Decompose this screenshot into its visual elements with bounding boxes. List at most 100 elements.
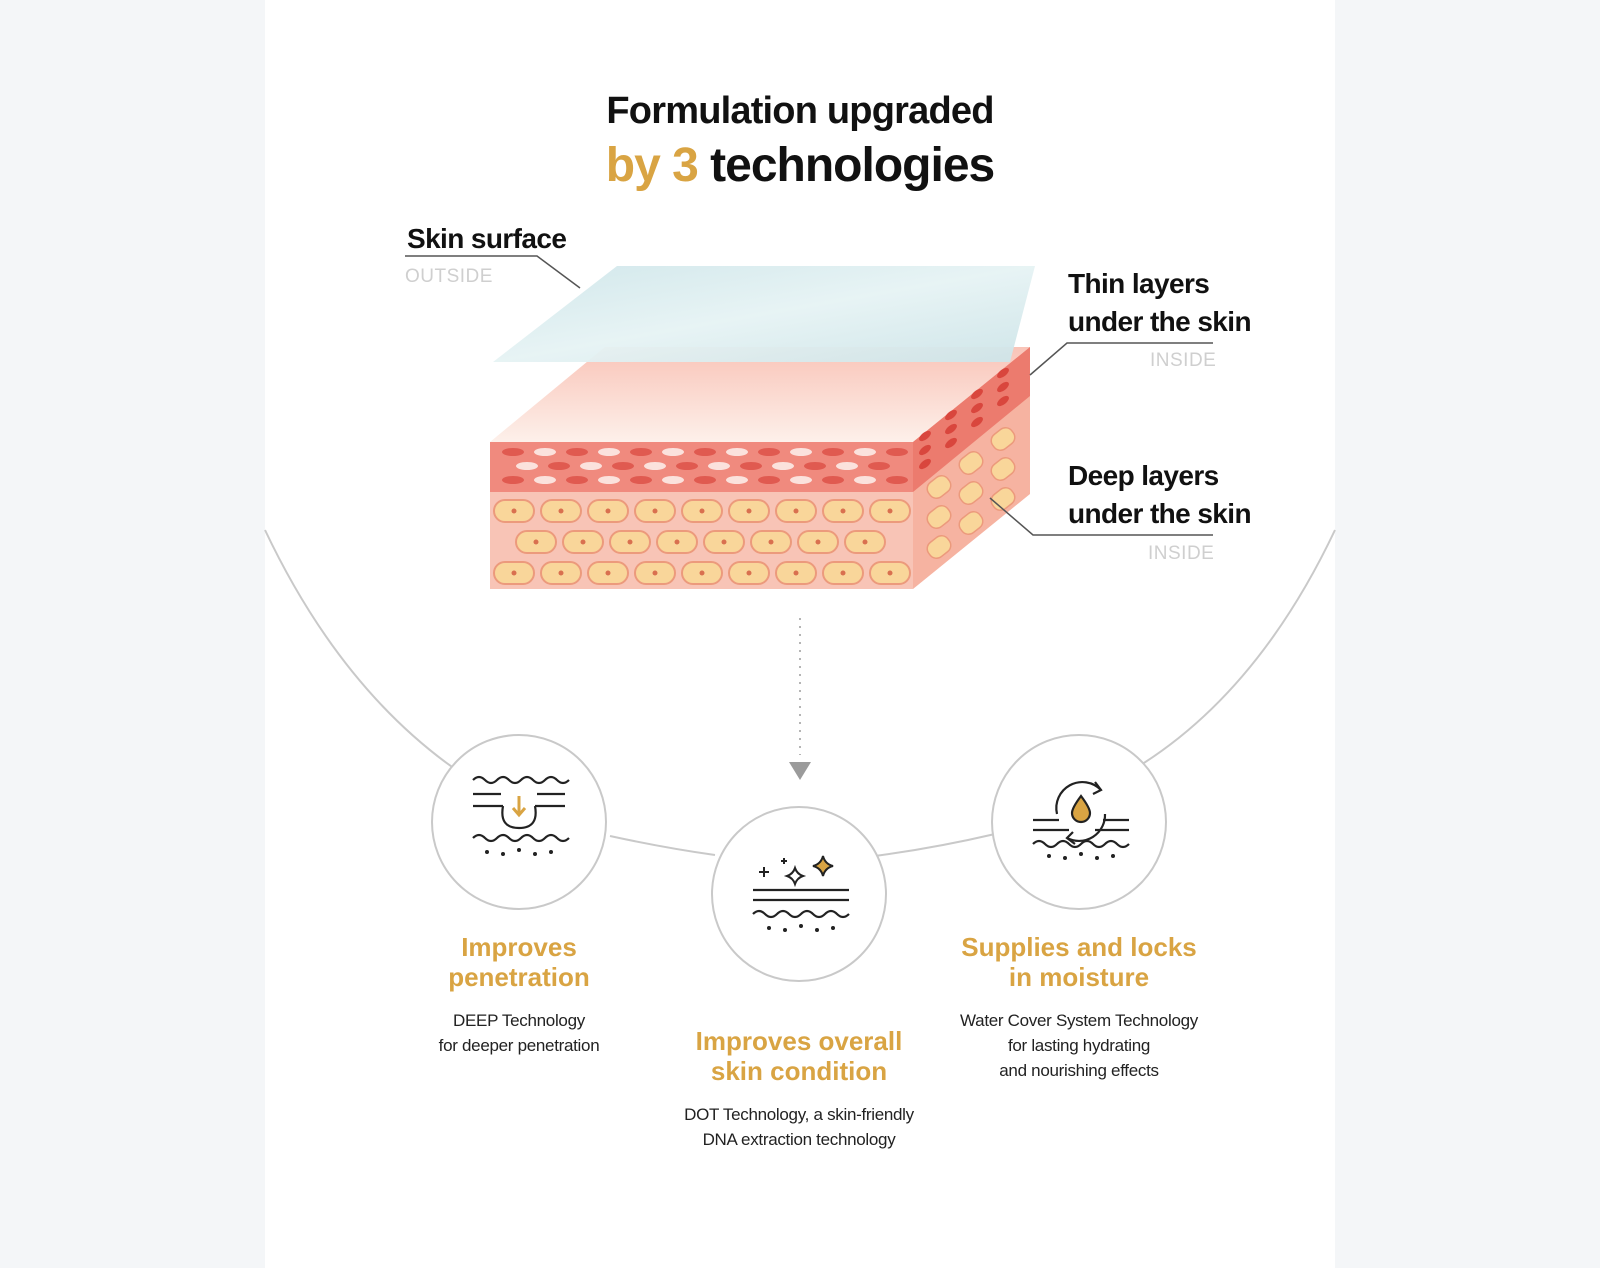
tech-2-description: DOT Technology, a skin-friendly DNA extr… [639,1102,959,1152]
tech-2-heading-line1: Improves overall [695,1026,903,1056]
side-epidermis-cell [971,416,983,428]
tech-3-heading: Supplies and locks in moisture [929,932,1229,992]
epidermis-cell [534,476,556,484]
label-inside-thin: INSIDE [1150,350,1217,371]
tech-3-desc-line1: Water Cover System Technology [960,1011,1198,1030]
epidermis-cell [804,462,826,470]
side-epidermis-cell [945,409,957,421]
tech-circle-1 [431,734,607,910]
tech-3-desc-line2: for lasting hydrating [1007,1036,1151,1055]
side-epidermis-cell [971,388,983,400]
dermis-cell [587,561,629,585]
side-epidermis-cell [945,423,957,435]
side-dermis-cell [990,456,1016,482]
epidermis-cell [886,476,908,484]
tech-2-heading-line2: skin condition [710,1056,888,1086]
side-dermis-cell [926,534,952,560]
epidermis-cell [758,476,780,484]
side-epidermis-cell [997,395,1009,407]
side-epidermis-cell [971,402,983,414]
label-deep-layers-1: Deep layers [1068,460,1219,491]
label-skin-surface: Skin surface [407,223,567,254]
side-epidermis-cell [945,437,957,449]
epidermis-cell [868,462,890,470]
side-dermis-cell [990,426,1016,452]
dermis-cell [728,499,770,523]
label-thin-layers-1: Thin layers [1068,268,1210,299]
side-dermis-cell [958,510,984,536]
tech-2-desc-line1: DOT Technology, a skin-friendly [684,1105,914,1124]
dermis-cell [797,530,839,554]
side-dermis-cell [926,504,952,530]
tech-1-heading-line1: Improves [461,932,577,962]
dermis-cell [869,561,911,585]
skin-layers-illustration [405,255,1213,589]
epidermis-cell [630,476,652,484]
dermis-cell [609,530,651,554]
epidermis-cell [694,448,716,456]
epidermis-cell [740,462,762,470]
tech-1-description: DEEP Technology for deeper penetration [359,1008,679,1058]
epidermis-cell [822,476,844,484]
label-outside: OUTSIDE [405,266,493,287]
tech-1-heading-line2: penetration [448,962,590,992]
dermis-cell [869,499,911,523]
dermis-cell [656,530,698,554]
label-thin-layers-2: under the skin [1068,306,1252,337]
dermis-cell [634,561,676,585]
epidermis-cell [676,462,698,470]
dermis-cell [562,530,604,554]
epidermis-cell [708,462,730,470]
dermis-cell [493,561,535,585]
tech-1-desc-line2: for deeper penetration [438,1036,600,1055]
epidermis-cell [598,448,620,456]
dermis-cell [540,499,582,523]
dermis-cell [493,499,535,523]
tech-circle-2 [711,806,887,982]
dermis-cell [822,561,864,585]
penetration-icon [472,775,570,856]
side-dermis-cell [958,450,984,476]
epidermis-cell [854,476,876,484]
epidermis-cell [534,448,556,456]
dermis-cell [540,561,582,585]
moisture-cycle-icon [1032,780,1130,860]
epidermis-cell [772,462,794,470]
tech-1-desc-line1: DEEP Technology [453,1011,585,1030]
epidermis-cell [502,476,524,484]
dermis-cell [775,499,817,523]
tech-circle-3 [991,734,1167,910]
dermis-cell [634,499,676,523]
dermis-cell [750,530,792,554]
side-epidermis-cell [997,367,1009,379]
epidermis-cell [516,462,538,470]
epidermis-cell [598,476,620,484]
epidermis-cell [502,448,524,456]
epidermis-cell [758,448,780,456]
epidermis-cell [836,462,858,470]
title-accent: by 3 [605,139,699,192]
tech-3-description: Water Cover System Technology for lastin… [919,1008,1239,1083]
side-dermis-cell [926,474,952,500]
dermis-cell [681,499,723,523]
side-dermis-cell [958,480,984,506]
label-deep-layers-2: under the skin [1068,498,1252,529]
epidermis-cell [854,448,876,456]
epidermis-cell [726,476,748,484]
epidermis-cell [662,448,684,456]
epidermis-cell [886,448,908,456]
dermis-cell [728,561,770,585]
epidermis-cell [790,448,812,456]
epidermis-cell [662,476,684,484]
tech-2-heading: Improves overall skin condition [649,1026,949,1086]
tech-1-heading: Improves penetration [369,932,669,992]
side-epidermis-cell [919,444,931,456]
tech-3-desc-line3: and nourishing effects [999,1061,1159,1080]
epidermis-cell [694,476,716,484]
dermis-cell [703,530,745,554]
epidermis-cell [822,448,844,456]
dermis-cell [587,499,629,523]
label-inside-deep: INSIDE [1148,543,1215,564]
dermis-cell [775,561,817,585]
dermis-cell [515,530,557,554]
